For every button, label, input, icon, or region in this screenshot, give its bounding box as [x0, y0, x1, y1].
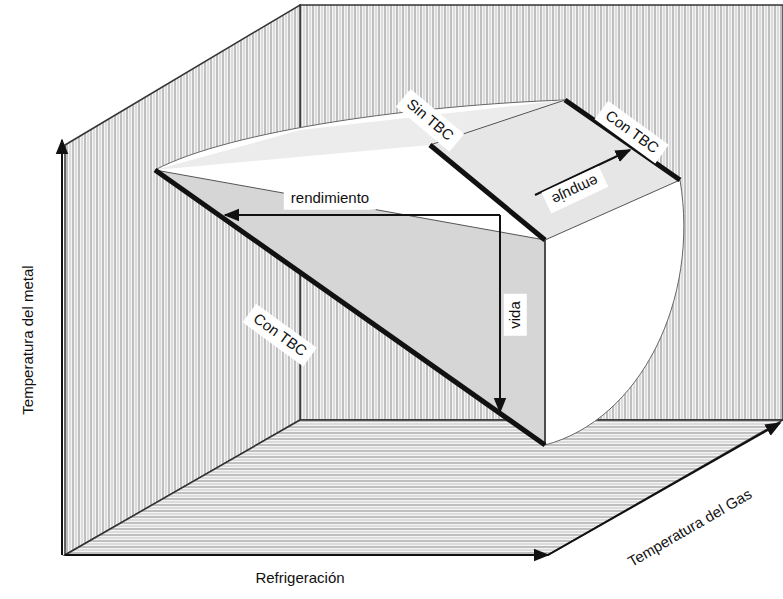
front-face: [155, 170, 545, 445]
tbc-line: [155, 170, 545, 445]
top-box: [430, 100, 680, 240]
arrow-label: vida: [504, 294, 527, 336]
axis-label: Refrigeración: [255, 570, 344, 587]
arrow: [499, 215, 501, 412]
arrow-label: rendimiento: [284, 187, 376, 210]
tbc-line: [565, 100, 680, 180]
tbc-line: [430, 145, 545, 240]
axis-label: Temperatura del metal: [20, 265, 37, 414]
box-edge: [544, 240, 546, 445]
axis: [61, 140, 63, 555]
axis: [65, 554, 548, 556]
surface: [155, 100, 684, 445]
arrow: [225, 214, 500, 216]
